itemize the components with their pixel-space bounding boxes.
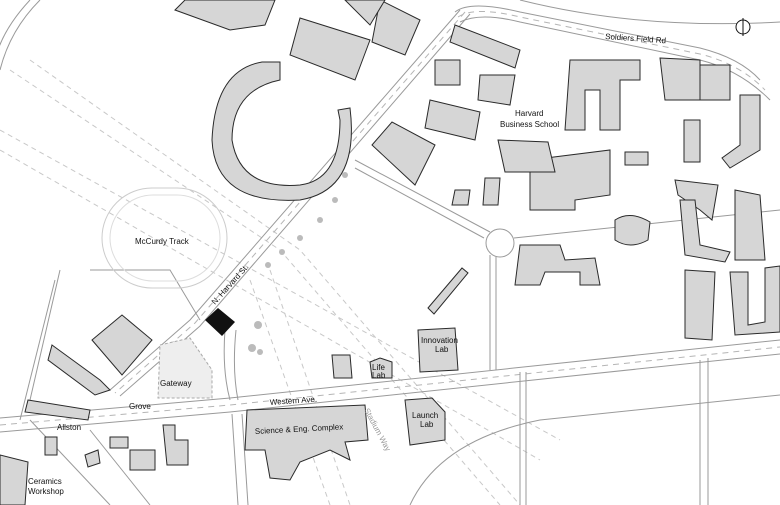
label-grove: Grove: [129, 402, 151, 411]
label-allston: Allston: [57, 423, 81, 432]
label-innovation-lab-1: Innovation: [421, 336, 458, 345]
label-launch-lab-2: Lab: [420, 420, 434, 429]
trees: [248, 172, 348, 355]
mccurdy-track: [101, 187, 228, 289]
label-gateway: Gateway: [160, 379, 192, 388]
label-launch-lab-1: Launch: [412, 411, 438, 420]
label-innovation-lab-2: Lab: [435, 345, 449, 354]
label-western-ave: Western Ave.: [270, 395, 318, 407]
label-life-lab-1: Life: [372, 363, 385, 372]
label-hbs-1: Harvard: [515, 109, 543, 118]
campus-paths: [19, 159, 780, 505]
harvard-stadium[interactable]: [211, 61, 352, 201]
hbs-baker-library[interactable]: [497, 139, 556, 173]
label-soldiers-field-rd: Soldiers Field Rd: [605, 32, 666, 45]
label-ceramics-2: Workshop: [28, 487, 64, 496]
label-ceramics-1: Ceramics: [28, 477, 62, 486]
label-mccurdy-track: McCurdy Track: [135, 237, 190, 246]
n-harvard-st-road: [109, 9, 471, 397]
north-arrow-icon: [735, 18, 751, 36]
label-life-lab-2: Lab: [372, 371, 386, 380]
label-hbs-2: Business School: [500, 120, 559, 129]
highlighted-building[interactable]: [205, 308, 235, 336]
